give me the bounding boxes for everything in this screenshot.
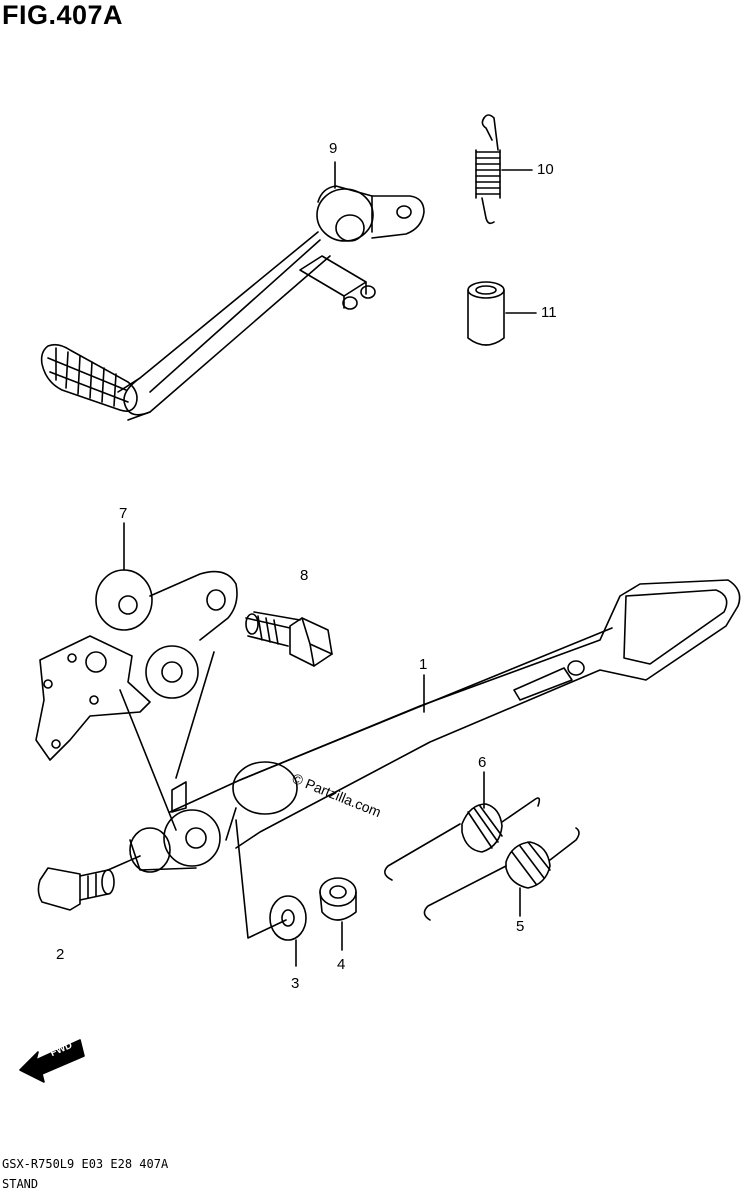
fwd-arrow-icon bbox=[19, 1039, 85, 1083]
callout-6: 6 bbox=[478, 754, 487, 771]
part-9-pedal bbox=[40, 185, 425, 421]
part-1-side-stand bbox=[169, 579, 741, 849]
figure-title: FIG.407A bbox=[2, 0, 124, 30]
part-10-spring bbox=[475, 114, 501, 225]
callout-11: 11 bbox=[541, 304, 557, 321]
part-4-bushing bbox=[319, 877, 357, 921]
part-5-spring bbox=[423, 827, 580, 921]
footer-name: STAND bbox=[2, 1177, 39, 1191]
part-2-pivot-bolt bbox=[37, 855, 141, 911]
callout-3: 3 bbox=[291, 975, 300, 992]
part-3-washer bbox=[269, 895, 307, 941]
pivot-assembly bbox=[129, 781, 287, 939]
callout-2: 2 bbox=[56, 946, 65, 963]
part-11-collar bbox=[467, 281, 505, 346]
part-7-bracket bbox=[35, 569, 238, 831]
callout-1: 1 bbox=[419, 656, 428, 673]
callout-7: 7 bbox=[119, 505, 128, 522]
footer-code: GSX-R750L9 E03 E28 407A bbox=[2, 1157, 169, 1171]
callout-9: 9 bbox=[329, 140, 338, 157]
callout-8: 8 bbox=[300, 567, 309, 584]
callout-10: 10 bbox=[537, 161, 554, 178]
callout-5: 5 bbox=[516, 918, 525, 935]
part-6-spring bbox=[384, 797, 541, 881]
part-8-bolt bbox=[245, 611, 333, 667]
callout-4: 4 bbox=[337, 956, 346, 973]
